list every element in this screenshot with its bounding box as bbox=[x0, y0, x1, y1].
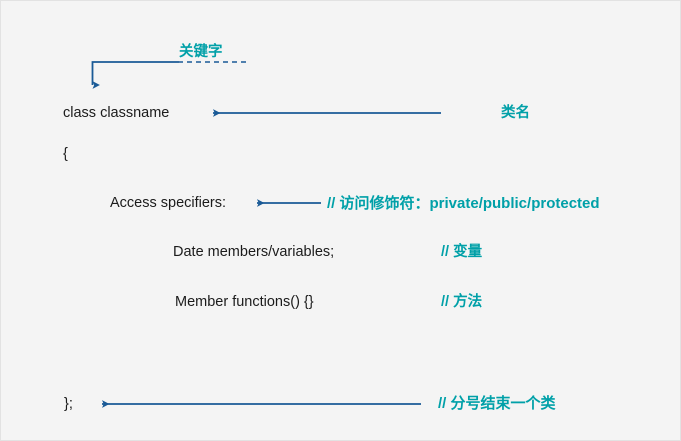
code-line-access-specifiers: Access specifiers: bbox=[110, 195, 227, 211]
connector-keyword bbox=[91, 61, 246, 89]
code-line-open-brace: { bbox=[63, 146, 68, 162]
annotation-access-modifier: // 访问修饰符：private/public/protected bbox=[327, 195, 600, 212]
annotation-method: // 方法 bbox=[441, 294, 483, 310]
code-line-close-brace: }; bbox=[64, 396, 73, 412]
code-line-member-functions: Member functions() {} bbox=[175, 294, 314, 310]
annotation-class-name: 类名 bbox=[501, 105, 530, 121]
annotation-variable: // 变量 bbox=[441, 244, 483, 260]
code-line-class-declaration: class classname bbox=[63, 105, 170, 121]
annotation-semicolon-ends-class: // 分号结束一个类 bbox=[438, 395, 556, 412]
code-line-data-members: Date members/variables; bbox=[173, 244, 335, 260]
annotation-keyword: 关键字 bbox=[179, 44, 223, 60]
